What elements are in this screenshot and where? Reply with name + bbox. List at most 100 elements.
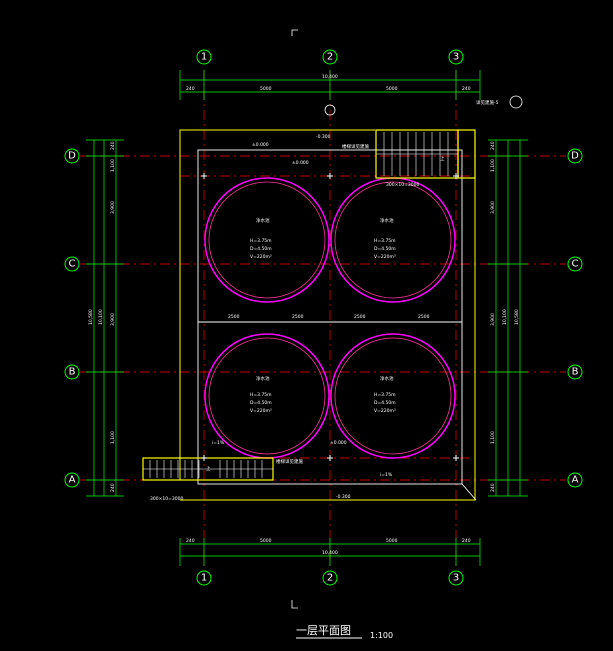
tank-2-name: 净水池 xyxy=(380,217,394,224)
axis-label-bottom-2: 2 xyxy=(327,573,333,584)
stair-bottom-treads xyxy=(143,460,273,478)
tank-4-volume: V=220m³ xyxy=(374,408,396,414)
elevation-marks: -0.300 ±0.000 ±0.000 -0.300 ±0.000 i=1% … xyxy=(212,99,499,500)
detail-marker-circle xyxy=(509,95,523,109)
column-markers xyxy=(201,173,459,461)
dim-top-seg-3: 5000 xyxy=(386,86,398,92)
stair-bottom-up: 上 xyxy=(206,465,211,472)
slope-top: i=1% xyxy=(212,440,225,446)
outline-right xyxy=(460,130,476,501)
section-marker xyxy=(291,29,523,609)
dim-left-seg-1: 240 xyxy=(110,141,116,150)
tank-1-name: 净水池 xyxy=(256,217,270,224)
axis-bubble-top-2 xyxy=(322,49,338,65)
dim-left-seg-6: 240 xyxy=(110,483,116,492)
axis-bubble-right-a xyxy=(567,472,583,488)
tank-2-volume: V=220m³ xyxy=(374,254,396,260)
building-outline xyxy=(179,129,476,501)
axis-label-left-b: B xyxy=(69,367,76,378)
axis-label-bottom-1: 1 xyxy=(201,573,207,584)
dim-top-seg-2: 5000 xyxy=(260,86,272,92)
slope-bottom: i=1% xyxy=(380,472,393,478)
tank-2-diameter: D=4.50m xyxy=(374,246,396,252)
stair-top: 上 300×10=3000 楼梯详见建施 xyxy=(342,129,476,188)
dim-left-outer: 10,100 xyxy=(98,309,104,325)
outline-left-top xyxy=(179,129,375,480)
axis-label-top-3: 3 xyxy=(453,52,459,63)
stair-top-dim: 300×10=3000 xyxy=(386,182,419,188)
tank-4-diameter: D=4.50m xyxy=(374,400,396,406)
section-marker-circle xyxy=(324,104,336,116)
dim-left-total: 10,580 xyxy=(88,309,94,325)
axis-bubble-bottom-3 xyxy=(448,570,464,586)
axis-bubble-top-3 xyxy=(448,49,464,65)
inner-structure xyxy=(197,149,477,501)
dim-right-seg-2: 1,100 xyxy=(490,159,496,172)
dim-right-seg-6: 240 xyxy=(490,483,496,492)
tank-1-volume: V=220m³ xyxy=(250,254,272,260)
scale-text: 1:100 xyxy=(370,631,393,640)
dim-left-seg-2: 1,100 xyxy=(110,159,116,172)
dimension-lines xyxy=(86,70,528,566)
axis-bubble-left-d xyxy=(64,148,80,164)
axis-bubble-left-c xyxy=(64,256,80,272)
detail-ref: 详见建施-5 xyxy=(476,99,499,106)
axis-bubble-right-d xyxy=(567,148,583,164)
dim-right-seg-5: 1,100 xyxy=(490,431,496,444)
tank-1-diameter: D=4.50m xyxy=(250,246,272,252)
axis-bubble-bottom-1 xyxy=(196,570,212,586)
axis-bubble-labels: 1 2 3 1 2 3 D C B A D C B A xyxy=(68,52,579,584)
dim-bottom-seg-1: 240 xyxy=(186,538,195,544)
section-cut-bottom xyxy=(291,600,298,609)
tank-3-inner xyxy=(208,337,326,455)
elev-bottom: -0.300 xyxy=(336,494,351,500)
tanks xyxy=(204,177,456,459)
inner-dims: 2500 2500 2500 2500 xyxy=(228,314,430,320)
dimension-texts: 10,400 240 5000 5000 240 240 5000 5000 2… xyxy=(88,74,520,556)
inner-dim-2: 2500 xyxy=(292,314,304,320)
tank-4-height: H=3.75m xyxy=(374,392,396,398)
axis-bubble-right-c xyxy=(567,256,583,272)
stair-top-label: 楼梯详见建施 xyxy=(342,143,369,150)
tank-1-height: H=3.75m xyxy=(250,238,272,244)
stair-top-treads xyxy=(376,132,458,176)
axis-bubble-top-1 xyxy=(196,49,212,65)
inner-dim-1: 2500 xyxy=(228,314,240,320)
axis-label-right-c: C xyxy=(572,259,579,270)
axis-label-left-c: C xyxy=(69,259,76,270)
title-text: 一层平面图 xyxy=(296,624,351,637)
axis-bubble-right-b xyxy=(567,364,583,380)
axis-bubble-left-a xyxy=(64,472,80,488)
dim-right-outer: 10,100 xyxy=(502,309,508,325)
tank-3-diameter: D=4.50m xyxy=(250,400,272,406)
tank-1-outer xyxy=(204,177,330,303)
dim-top-seg-1: 240 xyxy=(186,86,195,92)
dim-left-seg-5: 1,100 xyxy=(110,431,116,444)
tank-2-height: H=3.75m xyxy=(374,238,396,244)
tank-3-height: H=3.75m xyxy=(250,392,272,398)
dim-right-total: 10,580 xyxy=(514,309,520,325)
stair-bottom-label: 楼梯详见建施 xyxy=(276,458,303,465)
tank-3-name: 净水池 xyxy=(256,375,270,382)
dim-right-seg-4: 3,900 xyxy=(490,313,496,326)
dim-left-seg-4: 3,900 xyxy=(110,313,116,326)
dim-bottom-seg-2: 5000 xyxy=(260,538,272,544)
inner-dim-3: 2500 xyxy=(354,314,366,320)
stair-bottom-dim: 300×10=3000 xyxy=(150,496,183,502)
tank-4-name: 净水池 xyxy=(380,375,394,382)
elev-top: -0.300 xyxy=(316,134,331,140)
stair-top-up: 上 xyxy=(440,155,445,162)
elev-mid-top: ±0.000 xyxy=(292,160,309,166)
inner-dim-4: 2500 xyxy=(418,314,430,320)
dim-left-seg-3: 3,900 xyxy=(110,201,116,214)
axis-label-right-d: D xyxy=(571,151,579,162)
drawing-title: 一层平面图 1:100 xyxy=(296,624,393,640)
dim-top-seg-4: 240 xyxy=(462,86,471,92)
stair-bottom: 上 300×10=3000 楼梯详见建施 xyxy=(142,457,303,502)
elev-top2: ±0.000 xyxy=(252,142,269,148)
tank-2-inner xyxy=(334,181,452,299)
dim-top-total: 10,400 xyxy=(322,74,338,80)
axis-bubble-bottom-2 xyxy=(322,570,338,586)
